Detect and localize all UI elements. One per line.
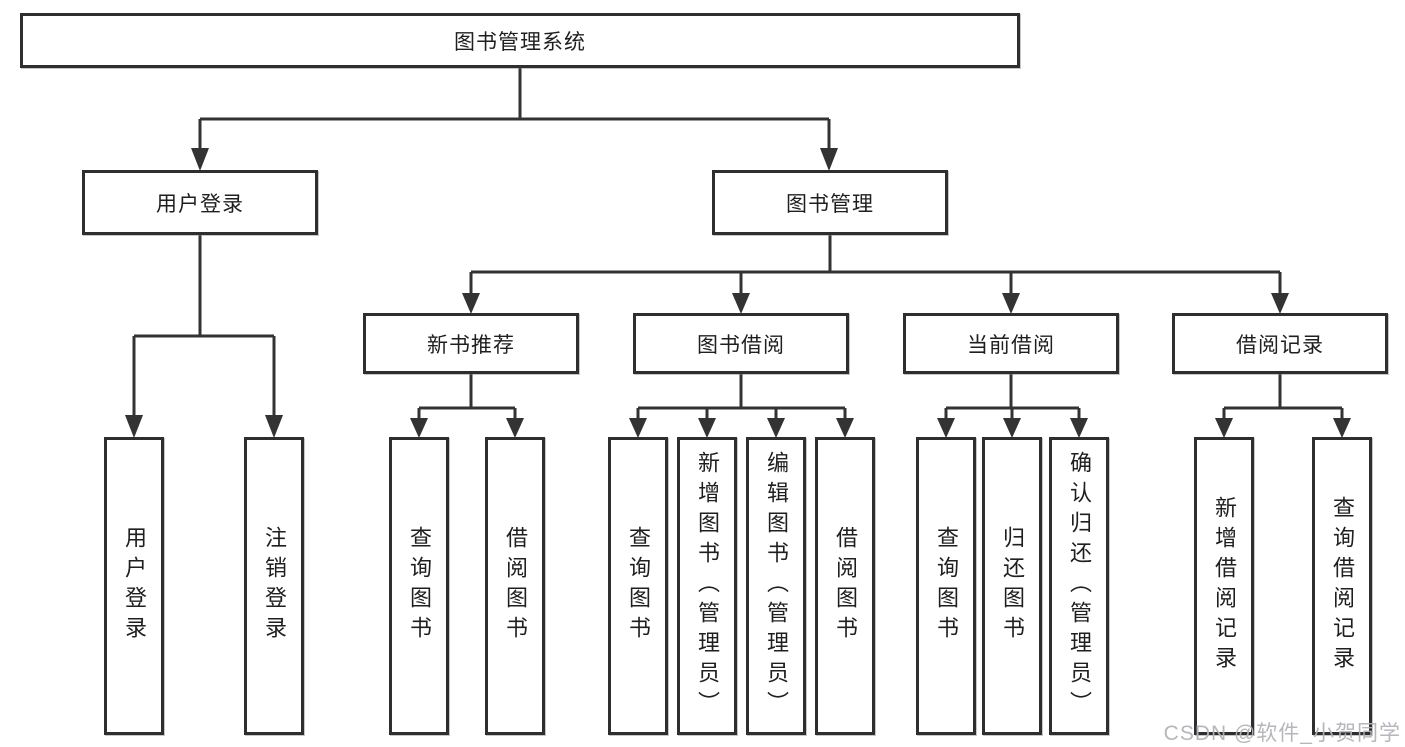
node-label: 新书推荐 <box>427 333 515 357</box>
node-label: 借阅图书 <box>833 526 858 646</box>
node-label: 当前借阅 <box>967 333 1055 357</box>
node-label: 确认归还（管理员） <box>1067 451 1092 721</box>
leaf-query-books-borrow: 查询图书 <box>608 437 668 735</box>
node-book-borrowing: 图书借阅 <box>633 313 849 374</box>
node-label: 注销登录 <box>262 526 287 646</box>
node-borrowing-records: 借阅记录 <box>1172 313 1388 374</box>
node-label: 借阅图书 <box>503 526 528 646</box>
node-new-book-recommendation: 新书推荐 <box>363 313 579 374</box>
node-label: 编辑图书（管理员） <box>764 451 789 721</box>
leaf-return-books: 归还图书 <box>982 437 1042 735</box>
node-label: 用户登录 <box>122 526 147 646</box>
leaf-logout: 注销登录 <box>244 437 304 735</box>
node-label: 图书管理系统 <box>454 30 586 54</box>
leaf-user-login: 用户登录 <box>104 437 164 735</box>
node-label: 查询图书 <box>626 526 651 646</box>
node-label: 查询图书 <box>407 526 432 646</box>
leaf-edit-books-admin: 编辑图书（管理员） <box>746 437 806 735</box>
leaf-query-books-current: 查询图书 <box>916 437 976 735</box>
node-label: 新增图书（管理员） <box>695 451 720 721</box>
leaf-add-borrow-record: 新增借阅记录 <box>1194 437 1254 735</box>
node-book-management: 图书管理 <box>712 170 948 235</box>
node-library-management-system: 图书管理系统 <box>20 13 1020 68</box>
node-label: 新增借阅记录 <box>1212 496 1237 676</box>
leaf-borrow-books: 借阅图书 <box>815 437 875 735</box>
node-label: 借阅记录 <box>1236 333 1324 357</box>
leaf-query-books-recommend: 查询图书 <box>389 437 449 735</box>
leaf-query-borrow-record: 查询借阅记录 <box>1312 437 1372 735</box>
node-label: 图书借阅 <box>697 333 785 357</box>
node-label: 查询图书 <box>934 526 959 646</box>
csdn-watermark: CSDN @软件_小贺同学 <box>1163 722 1401 745</box>
leaf-add-books-admin: 新增图书（管理员） <box>677 437 737 735</box>
node-label: 查询借阅记录 <box>1330 496 1355 676</box>
leaf-borrow-books-recommend: 借阅图书 <box>485 437 545 735</box>
leaf-confirm-return-admin: 确认归还（管理员） <box>1049 437 1109 735</box>
node-current-borrowing: 当前借阅 <box>903 313 1119 374</box>
node-user-login: 用户登录 <box>82 170 318 235</box>
node-label: 图书管理 <box>786 192 874 216</box>
node-label: 归还图书 <box>1000 526 1025 646</box>
node-label: 用户登录 <box>156 192 244 216</box>
